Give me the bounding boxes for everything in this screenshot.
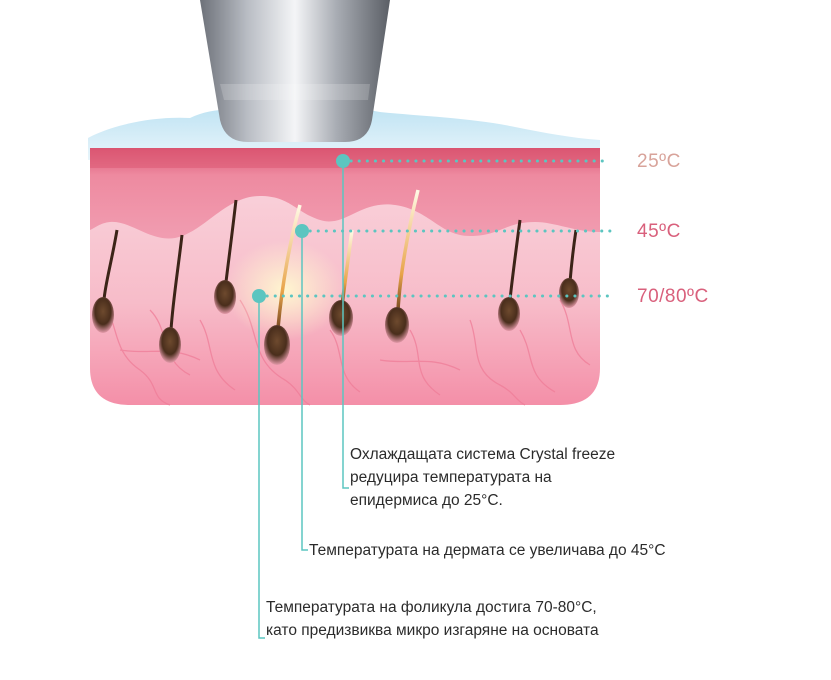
hair-follicles xyxy=(92,189,579,365)
leader-lines xyxy=(252,154,612,639)
caption-dermis: Температурата на дермата се увеличава до… xyxy=(309,539,666,562)
caption-epidermis: Охлаждащата система Crystal freeze редуц… xyxy=(350,443,615,512)
heated-follicle xyxy=(385,189,420,343)
caption-line: Охлаждащата система Crystal freeze xyxy=(350,446,616,463)
caption-line: редуцира температурата на xyxy=(350,469,552,486)
follicle xyxy=(559,229,579,308)
follicle xyxy=(92,229,119,333)
temp-label-dermis: 45ºC xyxy=(637,221,681,242)
follicle xyxy=(498,219,522,331)
follicle xyxy=(159,234,184,363)
marker-epidermis xyxy=(336,154,350,168)
leader-dermis xyxy=(301,231,308,551)
caption-line: Температурата на дермата се увеличава до… xyxy=(309,542,666,559)
leader-follicle xyxy=(258,296,265,639)
follicle xyxy=(214,199,238,314)
heated-follicle xyxy=(264,204,302,365)
leader-epidermis xyxy=(342,161,349,489)
heat-glow xyxy=(225,240,345,340)
applicator-head xyxy=(200,0,390,142)
marker-dermis xyxy=(295,224,309,238)
caption-line: епидермиса до 25°С. xyxy=(350,492,503,509)
epidermis-layer xyxy=(90,148,600,239)
temp-label-follicle: 70/80ºC xyxy=(637,286,709,307)
caption-line: като предизвиква микро изгаряне на основ… xyxy=(266,622,599,639)
temp-label-epidermis: 25ºC xyxy=(637,151,681,172)
marker-follicle xyxy=(252,289,266,303)
caption-line: Температурата на фоликула достига 70-80°… xyxy=(266,599,597,616)
caption-follicle: Температурата на фоликула достига 70-80°… xyxy=(266,596,599,642)
